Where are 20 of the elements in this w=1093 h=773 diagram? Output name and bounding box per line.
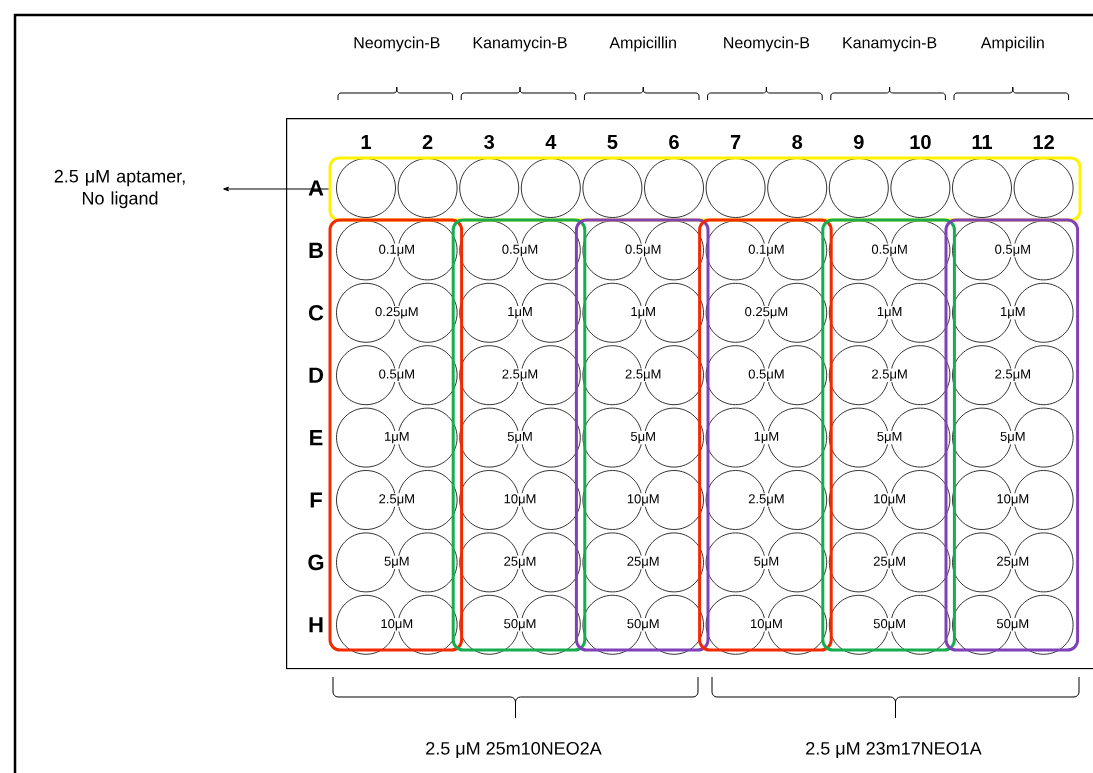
group-box: 0.5μM 1μM 2.5μM 5μM 10μM 25μM 50μM <box>574 218 710 652</box>
column-header: Kanamycin-B <box>843 36 937 52</box>
group-box: 0.5μM 1μM 2.5μM 5μM 10μM 25μM 50μM <box>451 218 587 652</box>
group-box: 0.5μM 1μM 2.5μM 5μM 10μM 25μM 50μM <box>944 218 1080 652</box>
arrow <box>223 186 329 192</box>
column-header: Ampicillin <box>609 36 676 52</box>
row-letter: A <box>308 180 324 196</box>
well-plate <box>286 118 1093 670</box>
column-header: Ampicilin <box>980 36 1044 52</box>
annotation-text: 2.5 μM aptamer, No ligand <box>54 169 185 209</box>
column-header: Neomycin-B <box>724 36 810 52</box>
group-box: 0.1μM 0.25μM 0.5μM 1μM 2.5μM 5μM 10μM <box>698 218 833 652</box>
group-label: 2.5 μM 23m17NEO1A <box>806 741 982 758</box>
group-box: 0.1μM 0.25μM 0.5μM 1μM 2.5μM 5μM 10μM <box>328 218 464 652</box>
group-box: 0.5μM 1μM 2.5μM 5μM 10μM 25μM 50μM <box>821 218 956 652</box>
column-header: Neomycin-B <box>354 36 440 52</box>
column-header: Kanamycin-B <box>473 36 567 52</box>
row-letter: B <box>309 242 323 258</box>
row-highlight-box <box>328 156 1082 222</box>
group-label: 2.5 μM 25m10NEO2A <box>426 741 602 758</box>
